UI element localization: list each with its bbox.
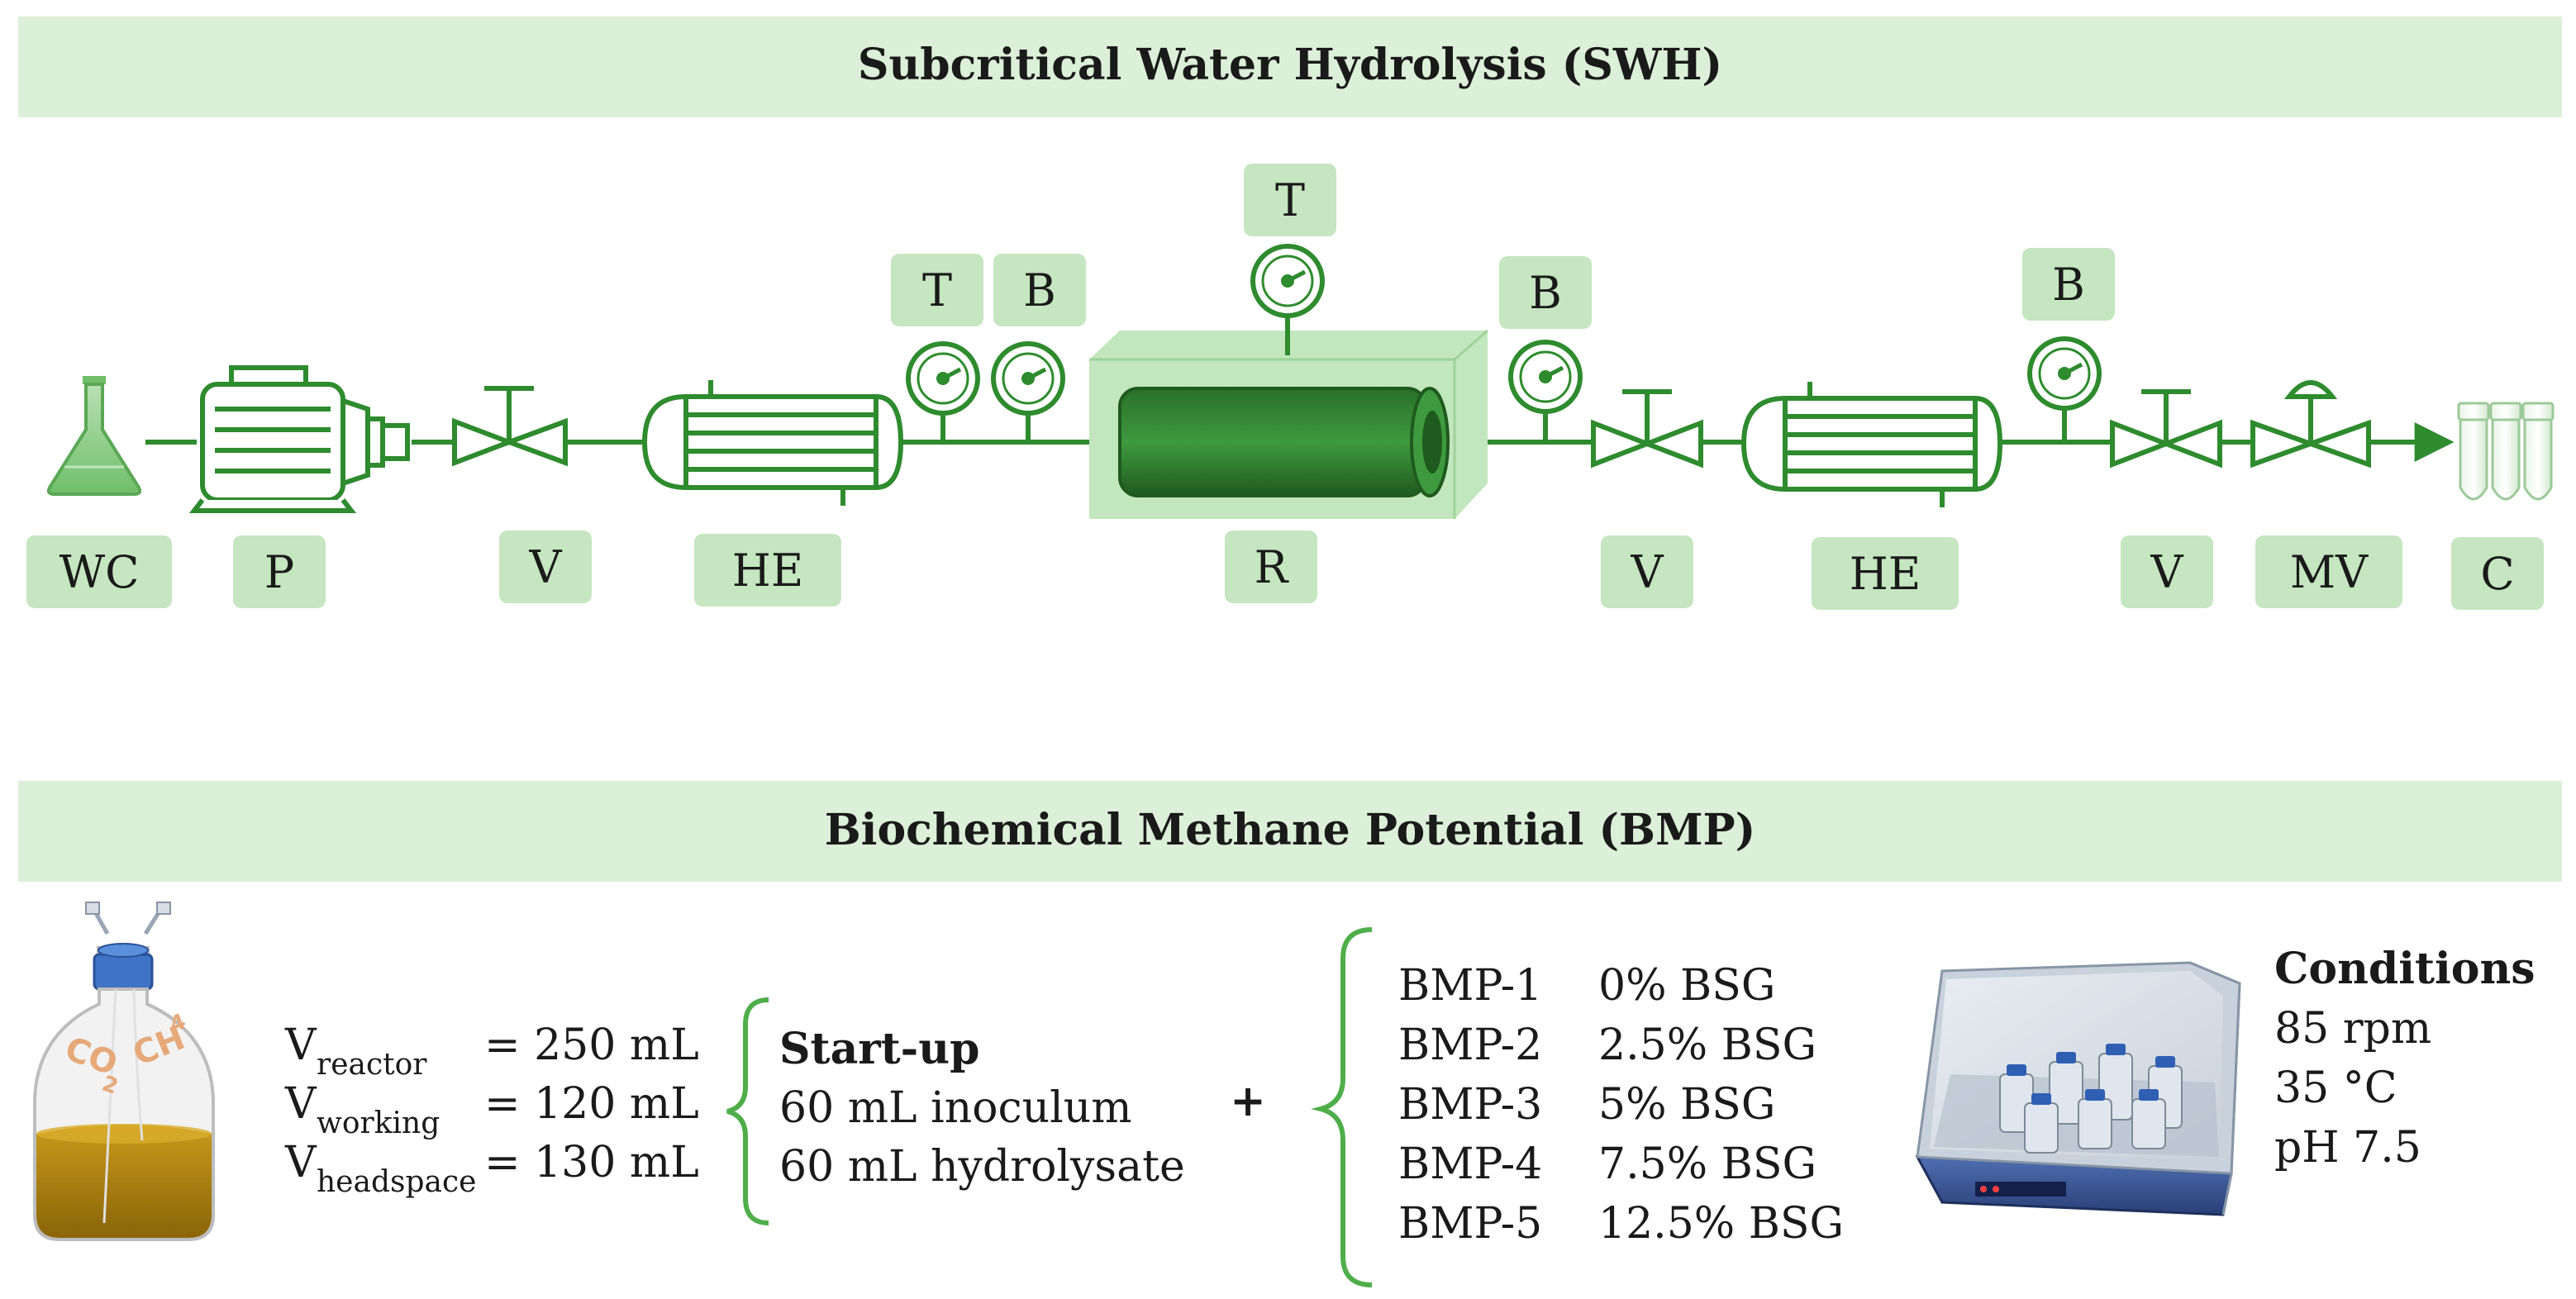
label-mv: MV: [2255, 535, 2402, 608]
label-v1: V: [499, 531, 592, 603]
run-bmp-1: BMP-1 0% BSG: [1398, 961, 1775, 1011]
label-v2: V: [1601, 535, 1693, 608]
svg-text:7.5% BSG: 7.5% BSG: [1598, 1140, 1817, 1189]
svg-text:V: V: [284, 1079, 317, 1129]
label-c: C: [2451, 537, 2544, 610]
svg-text:headspace: headspace: [317, 1165, 476, 1199]
svg-text:= 130 mL: = 130 mL: [484, 1138, 699, 1187]
pressure-gauge-1-icon: [991, 341, 1065, 442]
label-p: P: [233, 535, 326, 608]
volume-reactor: V reactor = 250 mL: [284, 1021, 699, 1082]
gauge-tag-b1: B: [993, 254, 1086, 326]
swh-title: Subcritical Water Hydrolysis (SWH): [858, 40, 1722, 90]
svg-text:V: V: [529, 541, 563, 593]
conditions-line-3: pH 7.5: [2274, 1123, 2421, 1173]
valve-3-icon: [2110, 389, 2222, 469]
run-bmp-4: BMP-4 7.5% BSG: [1398, 1140, 1817, 1189]
svg-text:T: T: [1275, 174, 1305, 226]
svg-text:BMP-5: BMP-5: [1398, 1199, 1542, 1249]
startup-line-1: 60 mL inoculum: [779, 1083, 1132, 1133]
svg-text:12.5% BSG: 12.5% BSG: [1598, 1199, 1844, 1249]
startup-line-2: 60 mL hydrolysate: [779, 1142, 1185, 1192]
volume-headspace: V headspace = 130 mL: [284, 1138, 699, 1199]
svg-text:2.5% BSG: 2.5% BSG: [1598, 1021, 1817, 1070]
svg-text:C: C: [2480, 548, 2514, 600]
bmp-title: Biochemical Methane Potential (BMP): [825, 805, 1756, 855]
svg-text:P: P: [264, 546, 294, 598]
startup-title: Start-up: [779, 1024, 979, 1074]
svg-text:BMP-1: BMP-1: [1398, 961, 1542, 1011]
run-bmp-5: BMP-5 12.5% BSG: [1398, 1199, 1844, 1249]
svg-text:HE: HE: [1850, 548, 1921, 600]
gauge-tag-b2: B: [1499, 256, 1592, 329]
gauge-tag-t1: T: [891, 254, 983, 326]
startup-brace: [726, 997, 769, 1225]
pressure-gauge-2-icon: [1508, 340, 1583, 442]
conditions-line-2: 35 °C: [2274, 1063, 2397, 1113]
bmp-bottle-icon: CO 2 CH 4: [33, 902, 215, 1241]
swh-banner: [18, 17, 2562, 117]
valve-2-icon: [1591, 389, 1703, 469]
gauge-tag-b3: B: [2022, 248, 2115, 321]
valve-1-icon: [452, 386, 568, 467]
svg-text:HE: HE: [732, 545, 804, 597]
svg-text:5% BSG: 5% BSG: [1598, 1080, 1775, 1130]
svg-text:BMP-3: BMP-3: [1398, 1080, 1542, 1130]
svg-text:V: V: [284, 1138, 317, 1187]
svg-text:B: B: [2052, 259, 2085, 311]
svg-text:WC: WC: [60, 546, 140, 598]
svg-text:0% BSG: 0% BSG: [1598, 961, 1775, 1011]
svg-text:reactor: reactor: [317, 1048, 427, 1082]
pressure-gauge-3-icon: [2027, 336, 2102, 442]
svg-text:= 250 mL: = 250 mL: [484, 1021, 699, 1070]
temperature-gauge-2-icon: [1250, 244, 1325, 318]
runs-brace: [1311, 927, 1373, 1287]
label-he2: HE: [1812, 537, 1959, 610]
conditions-title: Conditions: [2274, 944, 2536, 994]
svg-text:MV: MV: [2290, 546, 2369, 598]
heat-exchanger-2-icon: [1740, 382, 2003, 507]
collection-tubes-icon: [2457, 402, 2555, 501]
temperature-gauge-1-icon: [906, 341, 980, 442]
svg-text:V: V: [284, 1021, 317, 1070]
gauge-tag-t2: T: [1244, 164, 1336, 236]
water-container-flask-icon: [46, 376, 142, 496]
svg-text:BMP-4: BMP-4: [1398, 1140, 1542, 1189]
svg-text:B: B: [1529, 267, 1562, 319]
micrometric-valve-icon: [2250, 380, 2371, 469]
run-bmp-3: BMP-3 5% BSG: [1398, 1080, 1775, 1130]
bmp-banner: [18, 781, 2562, 882]
reactor-icon: [1089, 307, 1488, 519]
volume-working: V working = 120 mL: [284, 1079, 699, 1140]
label-v3: V: [2121, 535, 2213, 608]
label-r: R: [1225, 531, 1317, 603]
svg-text:BMP-2: BMP-2: [1398, 1021, 1542, 1070]
heat-exchanger-1-icon: [641, 380, 904, 506]
svg-text:B: B: [1023, 264, 1056, 316]
label-he1: HE: [694, 534, 841, 607]
pump-icon: [188, 365, 410, 513]
shaker-incubator-icon: [1915, 961, 2241, 1216]
label-wc: WC: [26, 535, 172, 608]
svg-text:R: R: [1255, 541, 1289, 593]
svg-text:V: V: [2150, 546, 2184, 598]
svg-text:= 120 mL: = 120 mL: [484, 1079, 699, 1129]
svg-text:T: T: [922, 264, 952, 316]
svg-text:V: V: [1631, 546, 1664, 598]
plus-sign: +: [1230, 1076, 1266, 1126]
run-bmp-2: BMP-2 2.5% BSG: [1398, 1021, 1817, 1070]
svg-text:working: working: [317, 1106, 440, 1140]
conditions-line-1: 85 rpm: [2274, 1004, 2431, 1054]
